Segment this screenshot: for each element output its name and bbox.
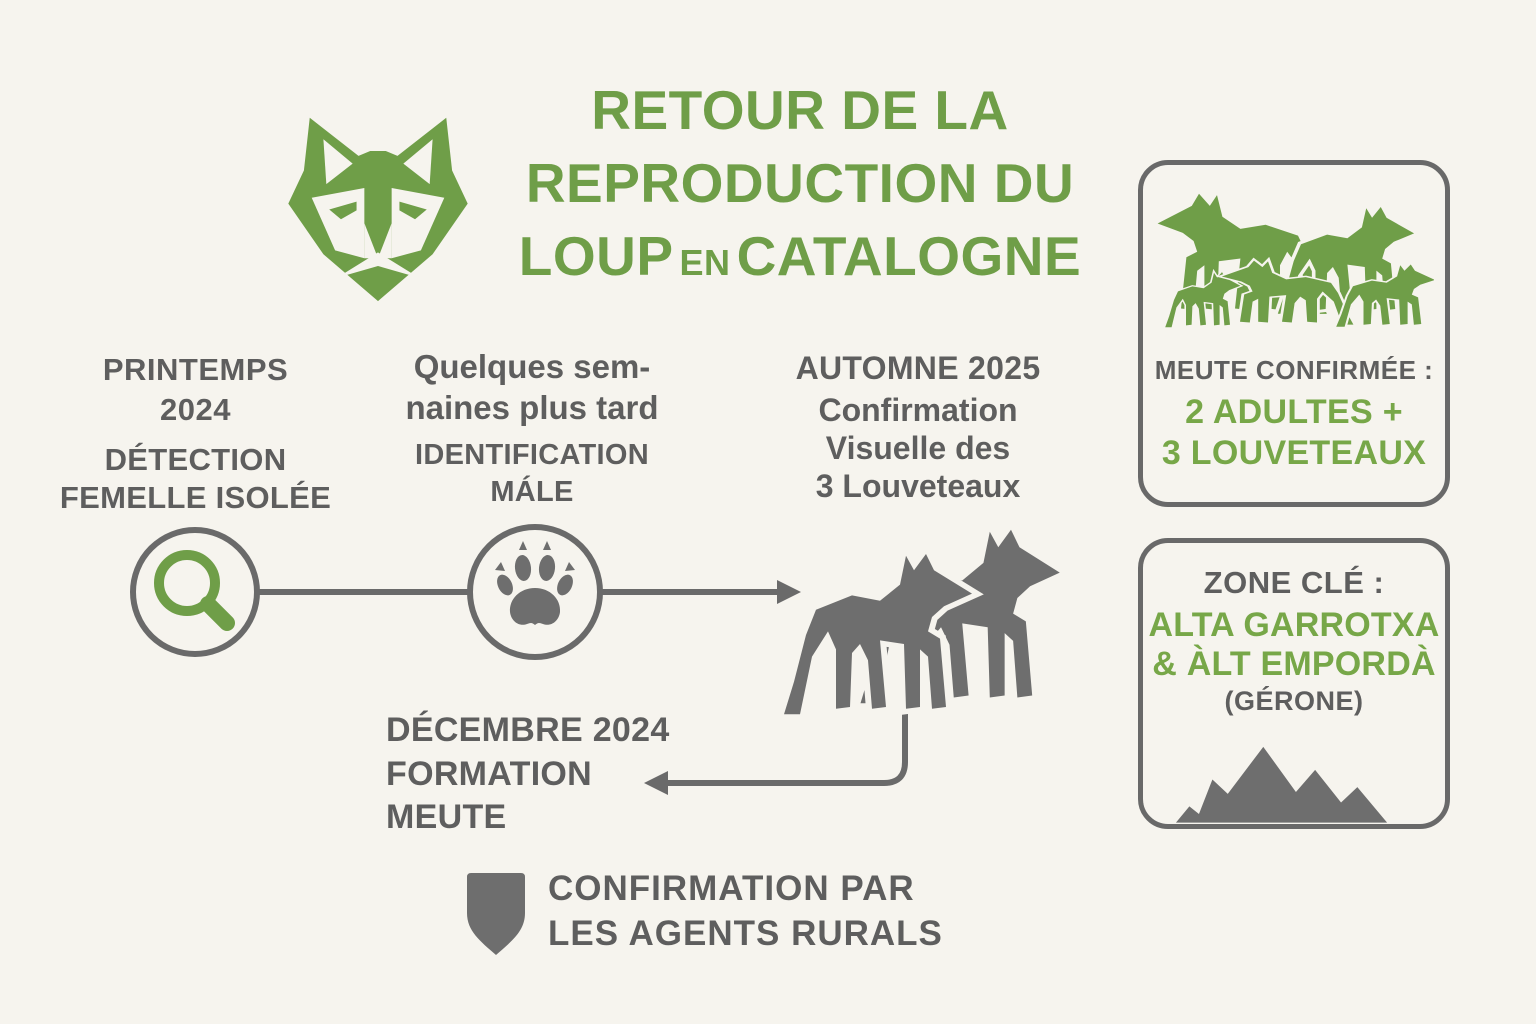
step-4-label: FORMATION MEUTE: [386, 755, 593, 836]
footer-caption: CONFIRMATION PAR LES AGENTS RURALS: [548, 869, 943, 953]
step-2-label: IDENTIFICATION MÁLE: [414, 439, 650, 508]
mountains-icon: [1175, 746, 1388, 823]
timeline-step-3: AUTOMNE 2025 Confirmation Visuelle des 3…: [758, 348, 1078, 505]
step-2-date: Quelques sem- naines plus tard: [405, 348, 659, 426]
step-1-date: PRINTEMPS 2024: [102, 352, 289, 427]
timeline-step-1: PRINTEMPS 2024 DÉTECTION FEMELLE ISOLÉE: [48, 350, 343, 517]
panel-key-zone: ZONE CLÉ : ALTA GARROTXA & ÀLT EMPORDÀ (…: [1138, 538, 1450, 829]
pack-highlight: 2 ADULTES + 3 LOUVETEAUX: [1161, 393, 1427, 472]
title-line-2: REPRODUCTION DU: [525, 152, 1075, 214]
pack-heading: MEUTE CONFIRMÉE :: [1154, 355, 1434, 385]
paw-print-icon: [495, 541, 575, 625]
panel-pack-confirmed: MEUTE CONFIRMÉE : 2 ADULTES + 3 LOUVETEA…: [1138, 160, 1450, 507]
step1-node-circle: [130, 527, 260, 657]
connector-step2-step3: [598, 580, 801, 604]
step-3-date: AUTOMNE 2025: [795, 350, 1041, 386]
arrow-right-icon: [777, 580, 801, 604]
timeline-step-2: Quelques sem- naines plus tard IDENTIFIC…: [372, 346, 692, 511]
step-4-date: DÉCEMBRE 2024: [386, 711, 670, 749]
zone-subheading: (GÉRONE): [1224, 686, 1364, 716]
arrow-left-icon: [644, 771, 668, 795]
two-wolves-icon: [784, 529, 1060, 714]
magnifier-icon: [154, 550, 235, 631]
shield-icon: [467, 873, 525, 955]
step-1-label: DÉTECTION FEMELLE ISOLÉE: [59, 442, 332, 515]
zone-highlight: ALTA GARROTXA & ÀLT EMPORDÀ: [1148, 606, 1440, 683]
wolf-head-icon: [288, 117, 468, 302]
zone-heading: ZONE CLÉ :: [1203, 565, 1385, 600]
timeline-step-4: DÉCEMBRE 2024 FORMATION MEUTE: [386, 708, 716, 839]
connector-step3-step4: [644, 650, 908, 795]
wolf-family-icon: [1157, 193, 1434, 349]
step-3-label: Confirmation Visuelle des 3 Louveteaux: [815, 392, 1021, 504]
title-line-1: RETOUR DE LA: [591, 79, 1009, 141]
